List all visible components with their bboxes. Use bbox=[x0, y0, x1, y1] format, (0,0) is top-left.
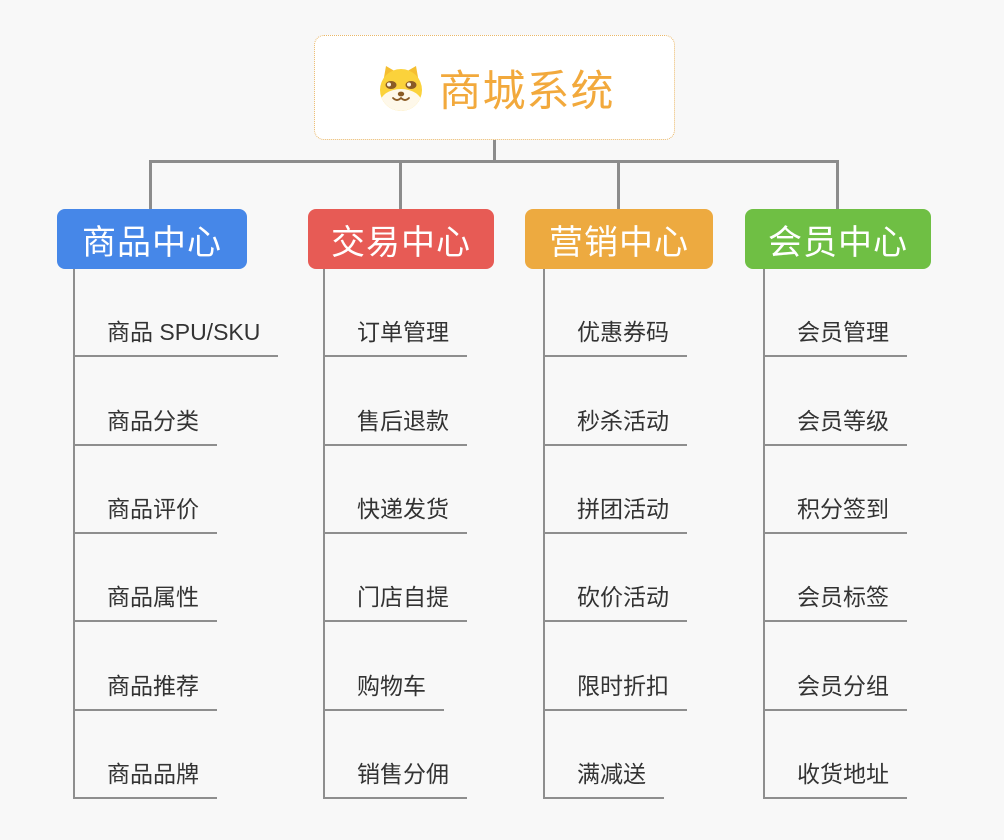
child-node[interactable]: 收货地址 bbox=[765, 711, 907, 799]
connector-drop-marketing bbox=[617, 160, 620, 209]
child-node[interactable]: 会员等级 bbox=[765, 357, 907, 446]
child-node[interactable]: 商品品牌 bbox=[75, 711, 217, 799]
branch-children-member-center: 会员管理 会员等级 积分签到 会员标签 会员分组 收货地址 bbox=[763, 269, 907, 799]
branch-children-marketing-center: 优惠券码 秒杀活动 拼团活动 砍价活动 限时折扣 满减送 bbox=[543, 269, 687, 799]
connector-drop-products bbox=[149, 160, 152, 209]
child-node[interactable]: 限时折扣 bbox=[545, 622, 687, 711]
child-node[interactable]: 商品分类 bbox=[75, 357, 217, 446]
child-node[interactable]: 优惠券码 bbox=[545, 269, 687, 358]
child-node[interactable]: 积分签到 bbox=[765, 446, 907, 534]
child-node[interactable]: 会员标签 bbox=[765, 534, 907, 623]
child-node[interactable]: 秒杀活动 bbox=[545, 357, 687, 446]
child-node[interactable]: 会员管理 bbox=[765, 269, 907, 358]
root-node[interactable]: 商城系统 bbox=[314, 35, 675, 140]
branch-box-member-center[interactable]: 会员中心 bbox=[745, 209, 931, 269]
child-node[interactable]: 砍价活动 bbox=[545, 534, 687, 623]
branch-box-product-center[interactable]: 商品中心 bbox=[57, 209, 247, 269]
branch-box-trade-center[interactable]: 交易中心 bbox=[308, 209, 494, 269]
child-node[interactable]: 会员分组 bbox=[765, 622, 907, 711]
doge-icon bbox=[375, 64, 427, 112]
child-node[interactable]: 售后退款 bbox=[325, 357, 467, 446]
branch-box-marketing-center[interactable]: 营销中心 bbox=[525, 209, 713, 269]
child-node[interactable]: 购物车 bbox=[325, 622, 444, 711]
child-node[interactable]: 商品评价 bbox=[75, 446, 217, 534]
connector-drop-trade bbox=[399, 160, 402, 209]
child-node[interactable]: 快递发货 bbox=[325, 446, 467, 534]
branch-children-product-center: 商品 SPU/SKU 商品分类 商品评价 商品属性 商品推荐 商品品牌 bbox=[73, 269, 279, 799]
connector-bus bbox=[149, 160, 839, 163]
branch-children-trade-center: 订单管理 售后退款 快递发货 门店自提 购物车 销售分佣 bbox=[323, 269, 467, 799]
child-node[interactable]: 商品 SPU/SKU bbox=[75, 269, 279, 358]
connector-drop-members bbox=[836, 160, 839, 209]
child-node[interactable]: 商品属性 bbox=[75, 534, 217, 623]
child-node[interactable]: 商品推荐 bbox=[75, 622, 217, 711]
child-node[interactable]: 销售分佣 bbox=[325, 711, 467, 799]
child-node[interactable]: 订单管理 bbox=[325, 269, 467, 358]
root-title: 商城系统 bbox=[438, 67, 615, 116]
child-node[interactable]: 拼团活动 bbox=[545, 446, 687, 534]
connector-root-stub bbox=[493, 140, 496, 161]
child-node[interactable]: 满减送 bbox=[545, 711, 664, 799]
child-node[interactable]: 门店自提 bbox=[325, 534, 467, 623]
